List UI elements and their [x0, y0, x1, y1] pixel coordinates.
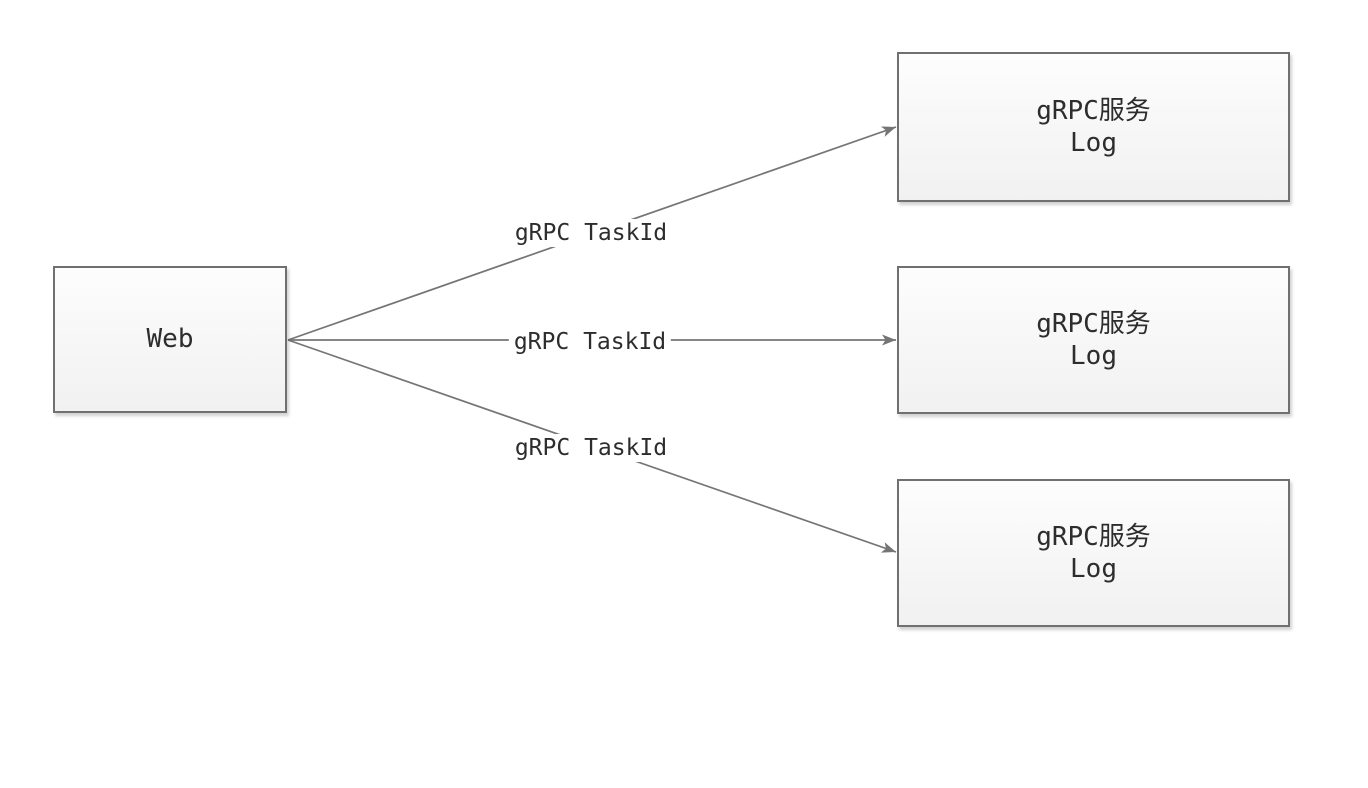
node-grpc-service-3: gRPC服务 Log — [897, 479, 1290, 627]
edge-label-grpc-taskid-2: gRPC TaskId — [508, 328, 672, 356]
node-grpc-service-2: gRPC服务 Log — [897, 266, 1290, 414]
node-grpc-service-3-title: gRPC服务 — [1036, 521, 1151, 552]
node-web-label: Web — [146, 324, 194, 355]
node-grpc-service-1-subtitle: Log — [1070, 128, 1117, 158]
node-grpc-service-3-subtitle: Log — [1070, 554, 1117, 584]
edge-label-grpc-taskid-1: gRPC TaskId — [509, 219, 673, 247]
node-grpc-service-1: gRPC服务 Log — [897, 52, 1290, 202]
node-grpc-service-2-title: gRPC服务 — [1036, 308, 1151, 339]
edge-label-grpc-taskid-3: gRPC TaskId — [509, 434, 673, 462]
node-web: Web — [53, 266, 287, 413]
node-grpc-service-1-title: gRPC服务 — [1036, 95, 1151, 126]
node-grpc-service-2-subtitle: Log — [1070, 341, 1117, 371]
